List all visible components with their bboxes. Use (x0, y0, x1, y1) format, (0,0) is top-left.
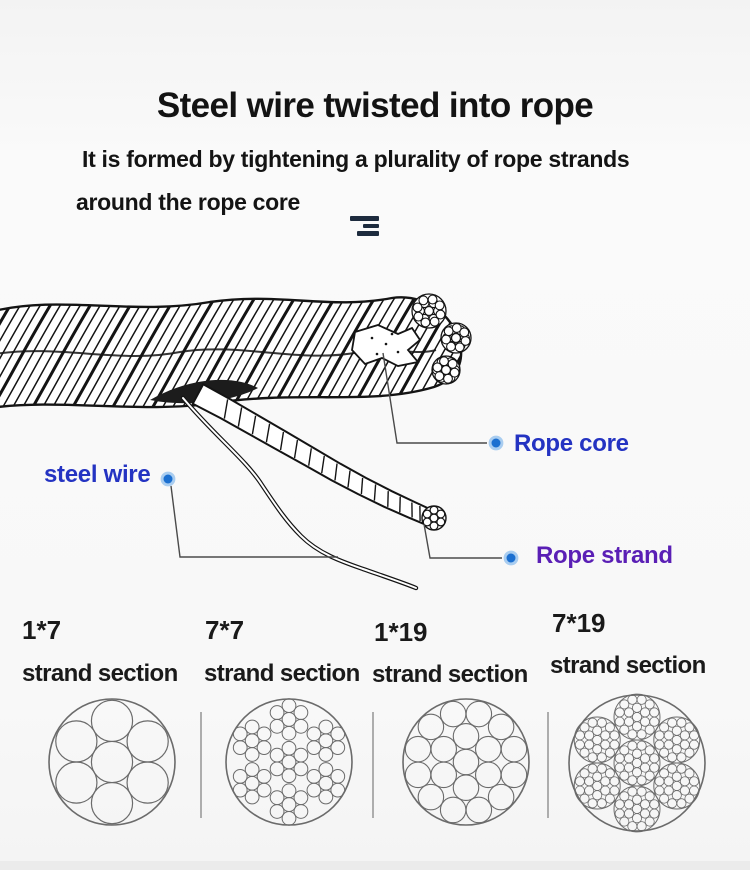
icon-bar-middle (363, 224, 379, 229)
section-code-1x19: 1*19 (374, 617, 428, 648)
page-title: Steel wire twisted into rope (0, 86, 750, 126)
section-caption-1x19: strand section (372, 661, 528, 689)
subtitle-line-1: It is formed by tightening a plurality o… (76, 138, 696, 181)
rope-core-drawing (352, 325, 420, 366)
wire-bundle-end (441, 323, 471, 353)
wire-bundle-end (412, 294, 446, 328)
page-subtitle: It is formed by tightening a plurality o… (76, 138, 696, 224)
rope-strand-drawing (193, 384, 446, 530)
section-wires (56, 700, 168, 823)
icon-bar-bottom (357, 231, 379, 236)
section-wires (574, 694, 700, 832)
section-diagram-7x19 (562, 688, 712, 838)
steel-wire-label: steel wire (44, 461, 150, 489)
rope-strand-dot (504, 551, 519, 566)
section-caption-7x7: strand section (204, 660, 360, 688)
section-outer-circle (569, 695, 705, 831)
column-divider-1 (200, 712, 202, 818)
section-code-1x7: 1*7 (22, 615, 61, 646)
section-outer-circle (49, 699, 175, 825)
section-outer-circle (226, 699, 352, 825)
bottom-shade-band (0, 861, 750, 870)
section-code-7x19: 7*19 (552, 608, 606, 639)
section-code-7x7: 7*7 (205, 615, 244, 646)
section-caption-1x7: strand section (22, 660, 178, 688)
align-right-lines-icon (350, 216, 379, 236)
rope-strand-label: Rope strand (536, 542, 673, 570)
icon-bar-top (350, 216, 379, 221)
rope-core-label: Rope core (514, 430, 629, 458)
column-divider-2 (372, 712, 374, 818)
subtitle-line-2: around the rope core (76, 181, 696, 224)
section-wires (405, 701, 526, 822)
section-caption-7x19: strand section (550, 652, 706, 680)
section-diagram-7x7 (219, 692, 359, 832)
column-divider-3 (547, 712, 549, 818)
section-wires (233, 699, 344, 825)
wire-bundle-end (432, 356, 460, 384)
rope-core-dot (489, 436, 504, 451)
steel-wire-dot (161, 472, 176, 487)
section-diagram-1x19 (396, 692, 536, 832)
section-diagram-1x7 (42, 692, 182, 832)
